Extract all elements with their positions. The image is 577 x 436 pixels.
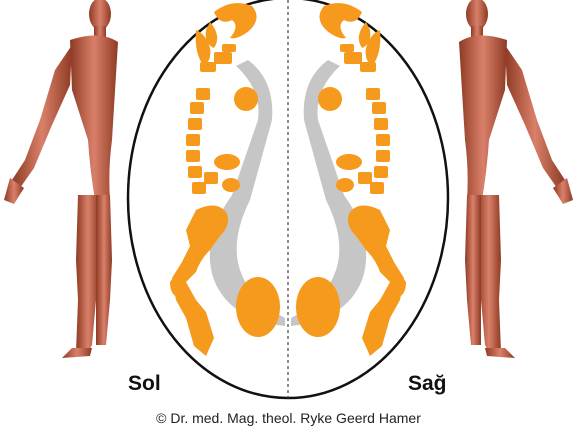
right-side-label: Sağ — [408, 372, 447, 396]
left-side-label: Sol — [128, 372, 161, 396]
right-muscle-figure — [459, 0, 573, 358]
copyright-text: © Dr. med. Mag. theol. Ryke Geerd Hamer — [0, 410, 577, 426]
left-muscle-figure — [4, 0, 118, 358]
